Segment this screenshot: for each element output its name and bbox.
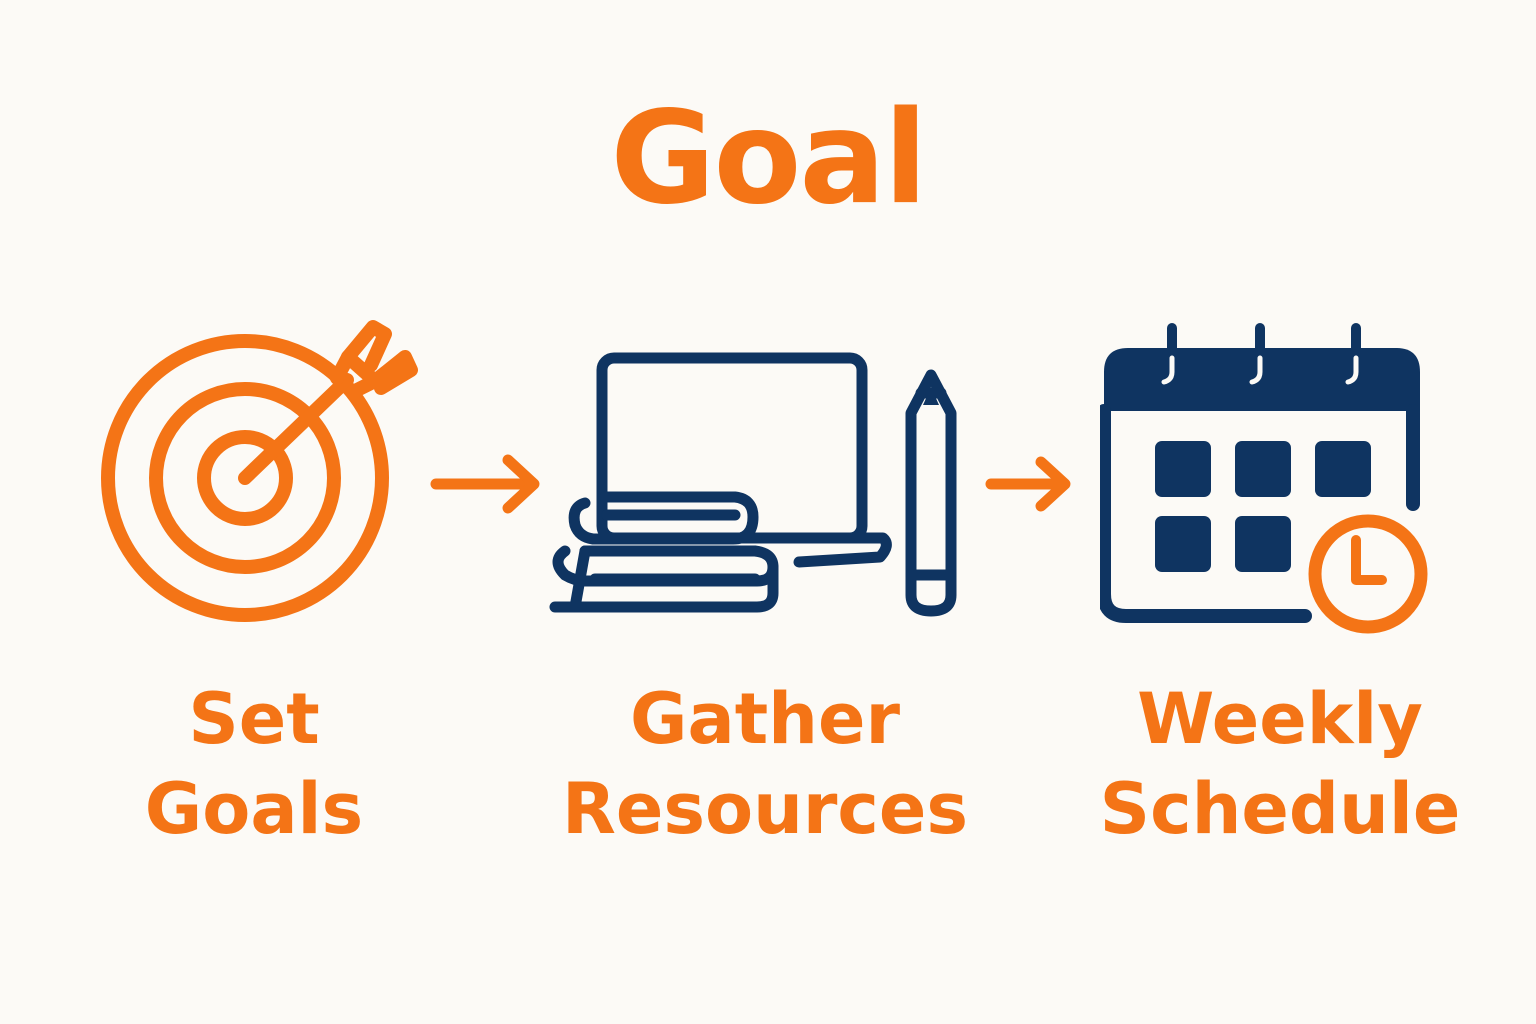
target-middle-ring xyxy=(149,382,341,574)
arrow-right-icon xyxy=(430,454,540,514)
step-label-line2: Goals xyxy=(144,768,364,850)
step-label-line1: Weekly xyxy=(1137,678,1423,760)
pencil xyxy=(905,369,957,617)
step-label-line2: Resources xyxy=(561,768,969,850)
diagram-title: Goal xyxy=(610,84,927,233)
arrow-shaft xyxy=(238,373,354,485)
step-label-line1: Set xyxy=(188,678,320,760)
target-outer-ring xyxy=(101,334,389,622)
target-icon xyxy=(101,320,418,622)
arrow-right-icon xyxy=(985,456,1071,512)
step-label-line2: Schedule xyxy=(1099,768,1461,850)
calendar-clock-icon xyxy=(1100,323,1428,634)
arrow-fletching-bottom xyxy=(346,350,418,399)
step-label-set-goals: Set Goals xyxy=(104,674,404,854)
clock-icon xyxy=(1308,514,1428,634)
laptop-books-pencil-icon xyxy=(549,352,957,617)
target-inner-ring xyxy=(197,430,293,526)
step-label-line1: Gather xyxy=(630,678,900,760)
step-label-weekly-schedule: Weekly Schedule xyxy=(1080,674,1480,854)
step-label-gather-resources: Gather Resources xyxy=(540,674,990,854)
arrow-fletching-mid xyxy=(341,350,382,388)
arrow-fletching-top xyxy=(330,320,392,385)
calendar-grid xyxy=(1155,441,1371,572)
book-stack xyxy=(549,491,779,613)
laptop-base xyxy=(761,532,892,568)
